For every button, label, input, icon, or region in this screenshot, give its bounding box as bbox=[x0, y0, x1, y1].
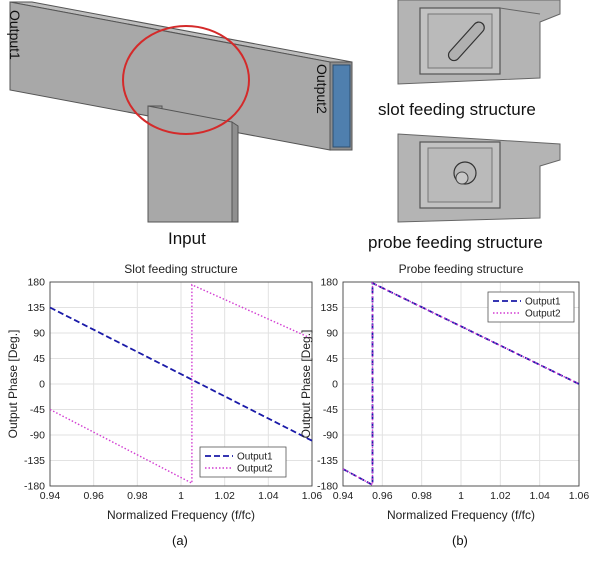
input-label: Input bbox=[168, 229, 206, 248]
probe-feeding-label: probe feeding structure bbox=[368, 233, 543, 252]
y-tick-label: 90 bbox=[33, 328, 45, 340]
y-tick-label: -135 bbox=[317, 455, 338, 467]
output2-port bbox=[332, 64, 351, 148]
y-tick-label: -180 bbox=[24, 481, 45, 493]
y-tick-label: 90 bbox=[326, 328, 338, 340]
x-tick-label: 1.06 bbox=[569, 490, 590, 502]
plot-frame bbox=[342, 281, 580, 487]
x-tick-label: 1.06 bbox=[302, 490, 323, 502]
legend-box bbox=[487, 291, 575, 323]
slot-feeding-label: slot feeding structure bbox=[378, 100, 536, 119]
input-arm-front bbox=[147, 105, 233, 223]
x-axis-label: Normalized Frequency (f/fc) bbox=[107, 508, 255, 522]
x-tick-label: 1 bbox=[178, 490, 184, 502]
chart-title: Slot feeding structure bbox=[124, 262, 238, 276]
series-line-output2 bbox=[342, 281, 580, 487]
legend-box bbox=[199, 446, 287, 478]
junction-highlight-circle bbox=[122, 25, 250, 135]
probe-feeding-inset bbox=[397, 133, 561, 223]
x-tick-label: 0.96 bbox=[372, 490, 393, 502]
y-tick-label: -135 bbox=[24, 455, 45, 467]
y-tick-label: 45 bbox=[326, 353, 338, 365]
y-tick-label: -45 bbox=[323, 404, 338, 416]
x-tick-label: 1.02 bbox=[214, 490, 235, 502]
y-tick-label: 0 bbox=[39, 379, 45, 391]
feeding-slot bbox=[447, 21, 485, 62]
y-tick-label: 180 bbox=[27, 277, 45, 289]
legend-entry: Output2 bbox=[237, 464, 273, 475]
subfig-label-b: (b) bbox=[452, 533, 468, 548]
y-tick-label: -45 bbox=[30, 404, 45, 416]
y-tick-label: 45 bbox=[33, 353, 45, 365]
y-tick-label: -90 bbox=[323, 430, 338, 442]
x-tick-label: 0.96 bbox=[83, 490, 104, 502]
legend-entry: Output1 bbox=[237, 452, 273, 463]
x-tick-label: 0.98 bbox=[411, 490, 432, 502]
legend-entry: Output1 bbox=[525, 297, 561, 308]
y-axis-label: Output Phase [Deg.] bbox=[6, 330, 20, 439]
slot-feeding-inset bbox=[397, 0, 561, 85]
plot-frame bbox=[49, 281, 313, 487]
y-axis-label: Output Phase [Deg.] bbox=[299, 330, 313, 439]
x-tick-label: 0.94 bbox=[333, 490, 354, 502]
output1-label: Output1 bbox=[7, 10, 23, 60]
x-tick-label: 1.02 bbox=[490, 490, 511, 502]
y-tick-label: 135 bbox=[27, 302, 45, 314]
y-tick-label: 0 bbox=[332, 379, 338, 391]
subfig-label-a: (a) bbox=[172, 533, 188, 548]
x-tick-label: 1 bbox=[458, 490, 464, 502]
y-tick-label: -90 bbox=[30, 430, 45, 442]
legend-entry: Output2 bbox=[525, 309, 561, 320]
series-line-output1 bbox=[49, 306, 313, 442]
y-tick-label: 135 bbox=[320, 302, 338, 314]
x-tick-label: 0.94 bbox=[40, 490, 61, 502]
x-axis-label: Normalized Frequency (f/fc) bbox=[387, 508, 535, 522]
input-arm-right bbox=[231, 121, 239, 223]
y-tick-label: 180 bbox=[320, 277, 338, 289]
series-line-output2 bbox=[49, 283, 313, 485]
y-tick-label: -180 bbox=[317, 481, 338, 493]
chart-title: Probe feeding structure bbox=[399, 262, 524, 276]
x-tick-label: 1.04 bbox=[529, 490, 550, 502]
x-tick-label: 1.04 bbox=[258, 490, 279, 502]
x-tick-label: 0.98 bbox=[127, 490, 148, 502]
output2-label: Output2 bbox=[314, 64, 330, 114]
